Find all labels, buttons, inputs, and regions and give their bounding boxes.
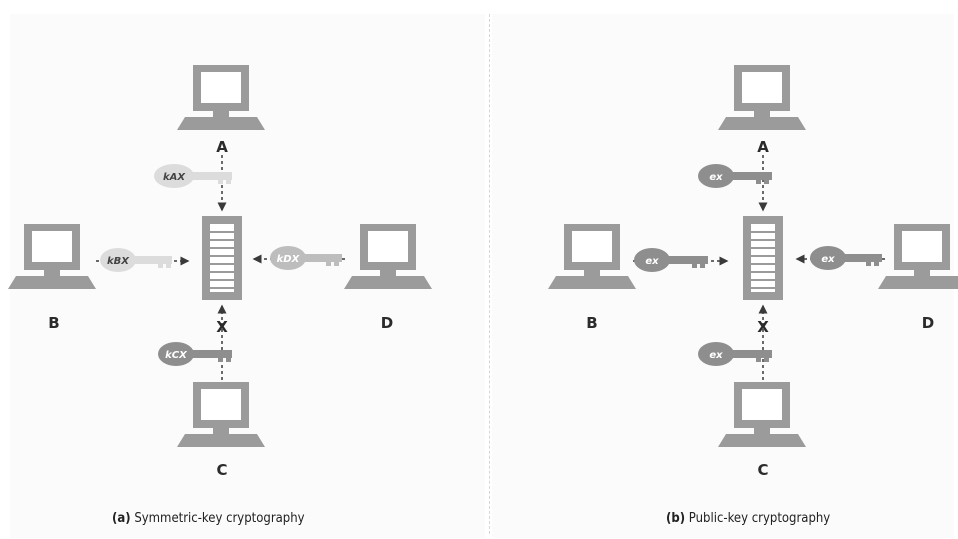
key-b2-label: ex bbox=[645, 256, 659, 267]
key-a2-label: ex bbox=[709, 172, 723, 183]
key-b-label: kBX bbox=[107, 256, 130, 267]
caption-b-text: Public-key cryptography bbox=[688, 511, 831, 526]
panel-divider bbox=[489, 14, 490, 534]
key-b2-icon: ex bbox=[634, 248, 708, 272]
computer-b2-icon bbox=[548, 224, 636, 289]
node-label-a: A bbox=[216, 138, 228, 156]
caption-a-text: Symmetric-key cryptography bbox=[134, 511, 305, 526]
node-label-b2: B bbox=[586, 314, 597, 332]
key-b-icon: kBX bbox=[100, 248, 172, 272]
panel-b: A B D C X ex ex bbox=[548, 65, 958, 479]
key-a-label: kAX bbox=[163, 172, 186, 183]
node-label-x2: X bbox=[757, 318, 769, 336]
computer-a2-icon bbox=[718, 65, 806, 130]
key-a2-icon: ex bbox=[698, 164, 772, 188]
computer-d2-icon bbox=[878, 224, 958, 289]
node-label-d: D bbox=[381, 314, 393, 332]
node-label-c2: C bbox=[757, 461, 768, 479]
key-d2-icon: ex bbox=[810, 246, 882, 270]
node-label-c: C bbox=[216, 461, 227, 479]
server-x-icon bbox=[201, 215, 243, 301]
key-d-icon: kDX bbox=[270, 246, 342, 270]
node-label-d2: D bbox=[922, 314, 934, 332]
computer-b-icon bbox=[8, 224, 96, 289]
computer-d-icon bbox=[344, 224, 432, 289]
server-x2-icon bbox=[742, 215, 784, 301]
node-label-b: B bbox=[48, 314, 59, 332]
key-c2-icon: ex bbox=[698, 342, 772, 366]
key-c2-label: ex bbox=[709, 350, 723, 361]
key-d-label: kDX bbox=[277, 254, 301, 265]
computer-c-icon bbox=[177, 382, 265, 447]
caption-b-prefix: (b) bbox=[666, 511, 686, 526]
key-c-label: kCX bbox=[165, 350, 188, 361]
node-label-x: X bbox=[216, 318, 228, 336]
key-d2-label: ex bbox=[821, 254, 835, 265]
caption-a-prefix: (a) bbox=[112, 511, 131, 526]
computer-a-icon bbox=[177, 65, 265, 130]
node-label-a2: A bbox=[757, 138, 769, 156]
key-a-icon: kAX bbox=[154, 164, 232, 188]
key-c-icon: kCX bbox=[158, 342, 232, 366]
panel-a: A B D C X kAX kBX bbox=[8, 65, 432, 479]
caption-symmetric: (a) Symmetric-key cryptography bbox=[112, 511, 305, 526]
computer-c2-icon bbox=[718, 382, 806, 447]
caption-public: (b) Public-key cryptography bbox=[666, 511, 830, 526]
